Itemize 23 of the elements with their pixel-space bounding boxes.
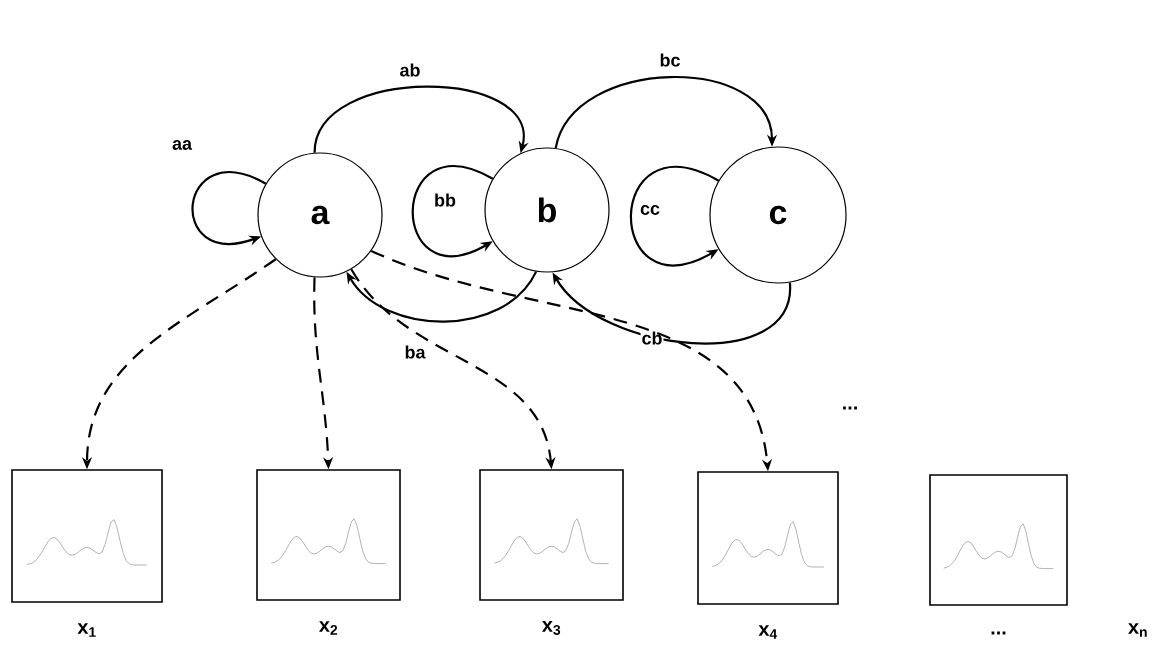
edge-label: cc <box>639 204 661 216</box>
node-label: x$_{2}$ <box>319 621 338 635</box>
node-label: x$_{4}$ <box>758 625 778 639</box>
density-plot-box <box>11 469 163 603</box>
arrow <box>554 76 778 149</box>
edge-label: cb <box>640 330 664 346</box>
edge-label: aa <box>171 139 193 151</box>
edge-label: bc <box>658 52 682 68</box>
node-label: x$_{3}$ <box>542 621 561 635</box>
density-plot-box <box>256 469 401 601</box>
arrow <box>629 166 720 266</box>
edge-label: bb <box>433 192 457 208</box>
label: x$_{n}$ <box>1128 623 1147 637</box>
density-plot-box <box>479 469 624 601</box>
edge-label: ab <box>398 62 422 78</box>
edge-label: ba <box>403 344 427 360</box>
arrow <box>346 271 538 323</box>
density-plot-box <box>929 474 1068 606</box>
label: ... <box>843 406 857 410</box>
density-plot-box <box>697 471 839 605</box>
node-label: ... <box>991 631 1006 635</box>
arrow <box>411 165 494 257</box>
node-label: x$_{1}$ <box>77 623 96 637</box>
